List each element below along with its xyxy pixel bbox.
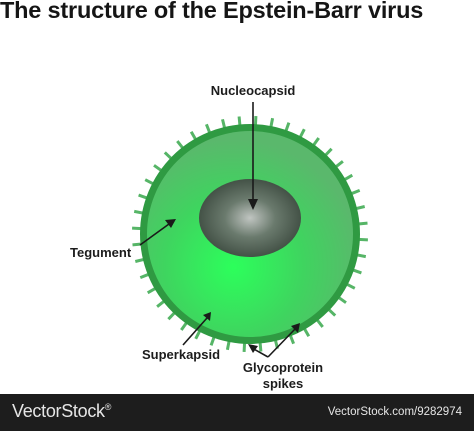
page-title: The structure of the Epstein-Barr virus (0, 0, 424, 23)
tegument-arrow (139, 223, 170, 246)
spikes-arrowhead-right (291, 323, 300, 333)
virus-diagram: Nucleocapsid Tegument Superkapsid Glycop… (70, 83, 368, 391)
glycoprotein-label-line1: Glycoprotein (243, 360, 323, 375)
tegument-arrowhead (165, 219, 176, 228)
spikes-arrow-right (267, 327, 297, 358)
tegument-label: Tegument (70, 245, 132, 260)
footer-bar: VectorStock® VectorStock.com/9282974 (0, 394, 474, 431)
glycoprotein-label-line2: spikes (263, 376, 303, 391)
nucleocapsid-core (199, 179, 301, 257)
registered-mark: ® (104, 402, 112, 412)
spikes-arrowhead-left (248, 344, 258, 353)
superkapsid-arrowhead (203, 312, 211, 321)
superkapsid-label: Superkapsid (142, 347, 220, 362)
nucleocapsid-label: Nucleocapsid (211, 83, 296, 98)
nucleocapsid-arrowhead (248, 199, 258, 210)
superkapsid-arrow (182, 317, 208, 346)
vectorstock-logo: VectorStock® (12, 401, 111, 422)
brand-text: VectorStock (12, 401, 105, 421)
footer-url: VectorStock.com/9282974 (327, 406, 462, 418)
